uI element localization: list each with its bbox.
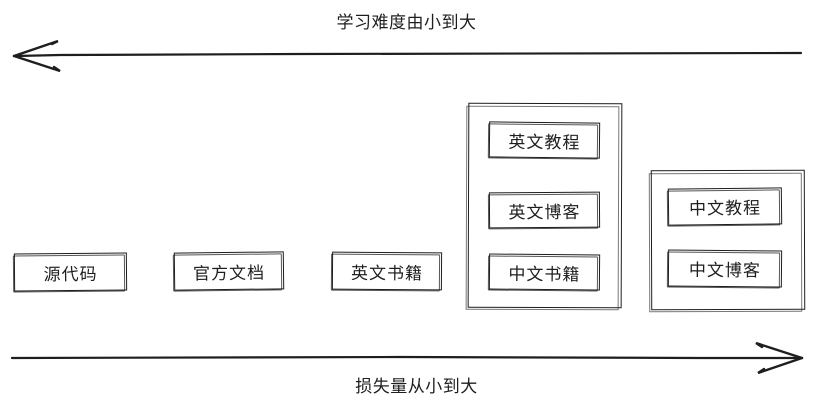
- node-label: 英文博客: [508, 202, 581, 223]
- node-label: 中文书籍: [508, 264, 581, 285]
- node-label: 英文教程: [508, 132, 581, 153]
- node-label: 源代码: [43, 264, 98, 285]
- difficulty-axis-label: 学习难度由小到大: [336, 13, 477, 33]
- loss-axis-arrow: [10, 341, 804, 375]
- node-official-docs[interactable]: 官方文档: [173, 251, 285, 291]
- node-chinese-tutorials[interactable]: 中文教程: [667, 187, 783, 226]
- node-source-code[interactable]: 源代码: [13, 252, 128, 292]
- node-chinese-books[interactable]: 中文书籍: [488, 253, 601, 291]
- difficulty-axis-arrow: [12, 39, 803, 73]
- node-label: 英文书籍: [350, 263, 424, 284]
- node-label: 中文博客: [688, 260, 762, 282]
- node-label: 中文教程: [688, 198, 762, 220]
- node-english-books[interactable]: 英文书籍: [331, 251, 443, 291]
- loss-axis-label: 损失量从小到大: [355, 377, 478, 397]
- node-english-blogs[interactable]: 英文博客: [488, 191, 601, 229]
- node-label: 官方文档: [192, 263, 266, 284]
- node-chinese-blogs[interactable]: 中文博客: [667, 249, 783, 288]
- node-english-tutorials[interactable]: 英文教程: [488, 121, 601, 159]
